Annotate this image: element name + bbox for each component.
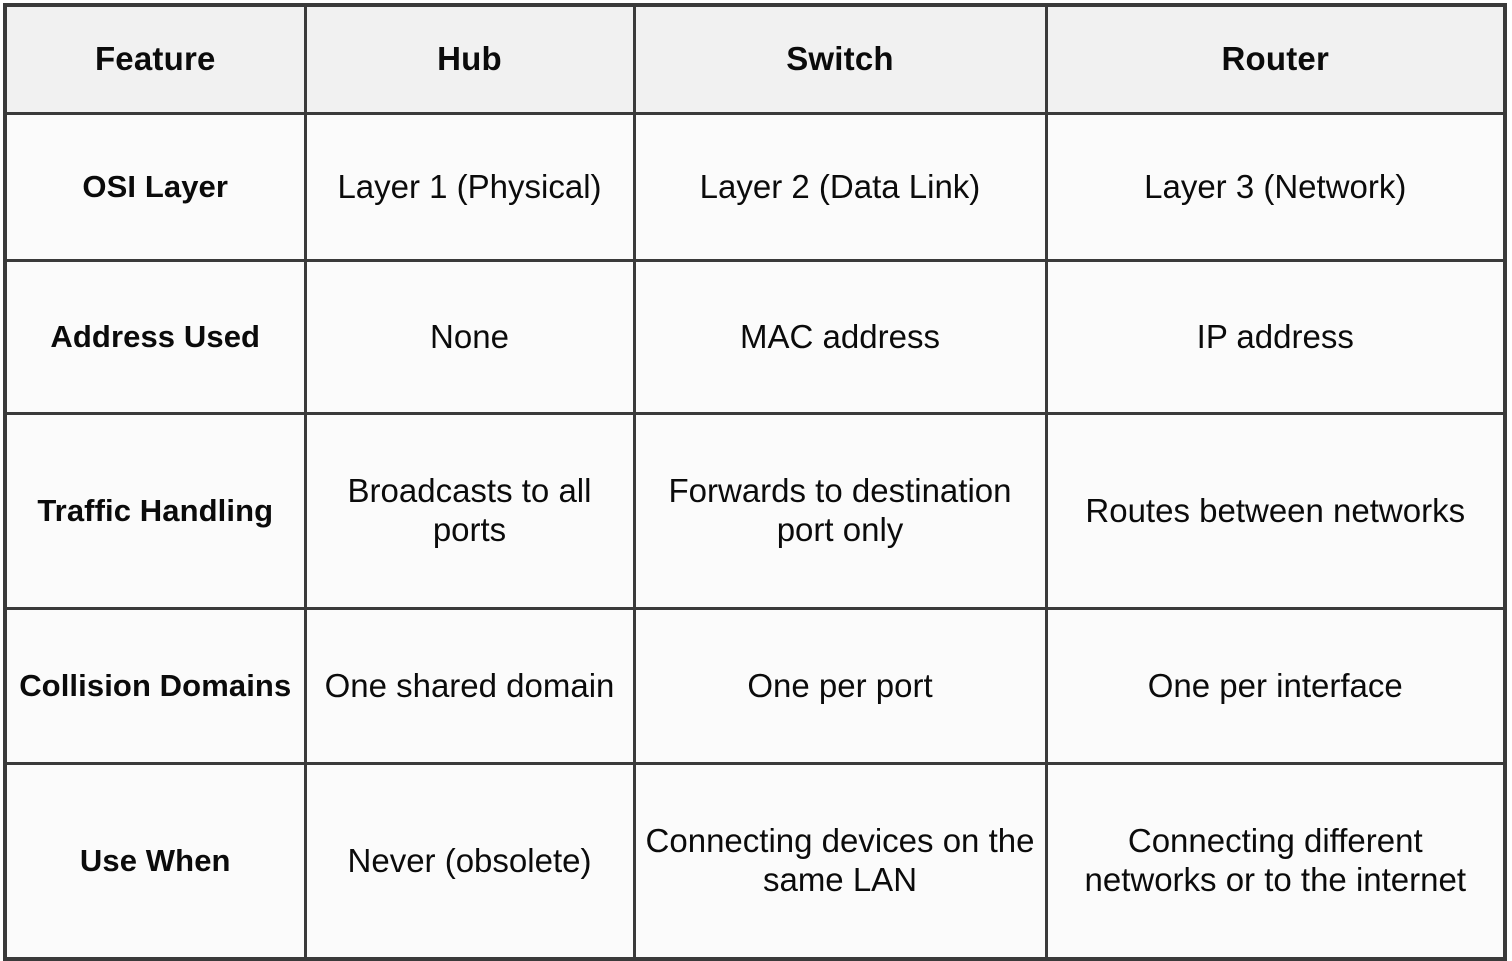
cell-address-used-router-value: IP address [1196,317,1354,355]
cell-use-when-router: Connecting different networks or to the … [1044,762,1507,961]
cell-collision-domains-hub: One shared domain [303,607,636,765]
cell-collision-domains-router: One per interface [1044,607,1507,765]
cell-address-used-hub-value: None [430,317,509,355]
cell-osi-layer-router-value: Layer 3 (Network) [1144,167,1407,205]
row-header-collision-domains-label: Collision Domains [19,667,292,703]
column-header-feature: Feature [3,3,307,115]
table-row: Traffic Handling Broadcasts to all ports… [3,412,1507,610]
cell-address-used-hub: None [303,259,636,415]
row-header-osi-layer-label: OSI Layer [82,168,229,204]
row-header-collision-domains: Collision Domains [3,607,307,765]
cell-use-when-switch: Connecting devices on the same LAN [632,762,1048,961]
column-header-switch: Switch [632,3,1048,115]
cell-collision-domains-switch: One per port [632,607,1048,765]
cell-use-when-switch-value: Connecting devices on the same LAN [645,822,1035,898]
column-header-hub-label: Hub [437,40,502,78]
table-canvas: Feature Hub Switch Router OSI Layer Laye… [3,3,1507,961]
column-header-router: Router [1044,3,1507,115]
cell-address-used-switch-value: MAC address [740,317,940,355]
row-header-traffic-handling: Traffic Handling [3,412,307,610]
cell-address-used-router: IP address [1044,259,1507,415]
row-header-use-when-label: Use When [79,842,231,878]
cell-traffic-handling-hub-value: Broadcasts to all ports [347,472,592,548]
cell-osi-layer-hub-value: Layer 1 (Physical) [337,167,602,205]
cell-traffic-handling-switch: Forwards to destination port only [632,412,1048,610]
cell-osi-layer-router: Layer 3 (Network) [1044,112,1507,262]
cell-traffic-handling-router: Routes between networks [1044,412,1507,610]
network-device-comparison-table: Feature Hub Switch Router OSI Layer Laye… [3,3,1507,961]
cell-use-when-hub: Never (obsolete) [303,762,636,961]
row-header-address-used-label: Address Used [50,318,261,354]
cell-traffic-handling-switch-value: Forwards to destination port only [668,472,1012,548]
table-row: Use When Never (obsolete) Connecting dev… [3,762,1507,961]
cell-use-when-router-value: Connecting different networks or to the … [1084,822,1467,898]
table-row: OSI Layer Layer 1 (Physical) Layer 2 (Da… [3,112,1507,262]
cell-osi-layer-switch-value: Layer 2 (Data Link) [699,167,981,205]
column-header-hub: Hub [303,3,636,115]
table-row: Address Used None MAC address IP address [3,259,1507,415]
cell-collision-domains-router-value: One per interface [1147,666,1403,704]
cell-traffic-handling-hub: Broadcasts to all ports [303,412,636,610]
cell-traffic-handling-router-value: Routes between networks [1085,491,1466,529]
table-row: Collision Domains One shared domain One … [3,607,1507,765]
cell-collision-domains-hub-value: One shared domain [324,666,615,704]
cell-use-when-hub-value: Never (obsolete) [347,841,592,879]
column-header-feature-label: Feature [94,40,216,78]
row-header-use-when: Use When [3,762,307,961]
table-header: Feature Hub Switch Router [3,3,1507,115]
cell-osi-layer-switch: Layer 2 (Data Link) [632,112,1048,262]
column-header-switch-label: Switch [786,40,894,78]
cell-collision-domains-switch-value: One per port [747,666,933,704]
cell-address-used-switch: MAC address [632,259,1048,415]
table-header-row: Feature Hub Switch Router [3,3,1507,115]
table-body: OSI Layer Layer 1 (Physical) Layer 2 (Da… [3,112,1507,961]
row-header-traffic-handling-label: Traffic Handling [37,492,274,528]
cell-osi-layer-hub: Layer 1 (Physical) [303,112,636,262]
column-header-router-label: Router [1221,40,1330,78]
row-header-osi-layer: OSI Layer [3,112,307,262]
row-header-address-used: Address Used [3,259,307,415]
